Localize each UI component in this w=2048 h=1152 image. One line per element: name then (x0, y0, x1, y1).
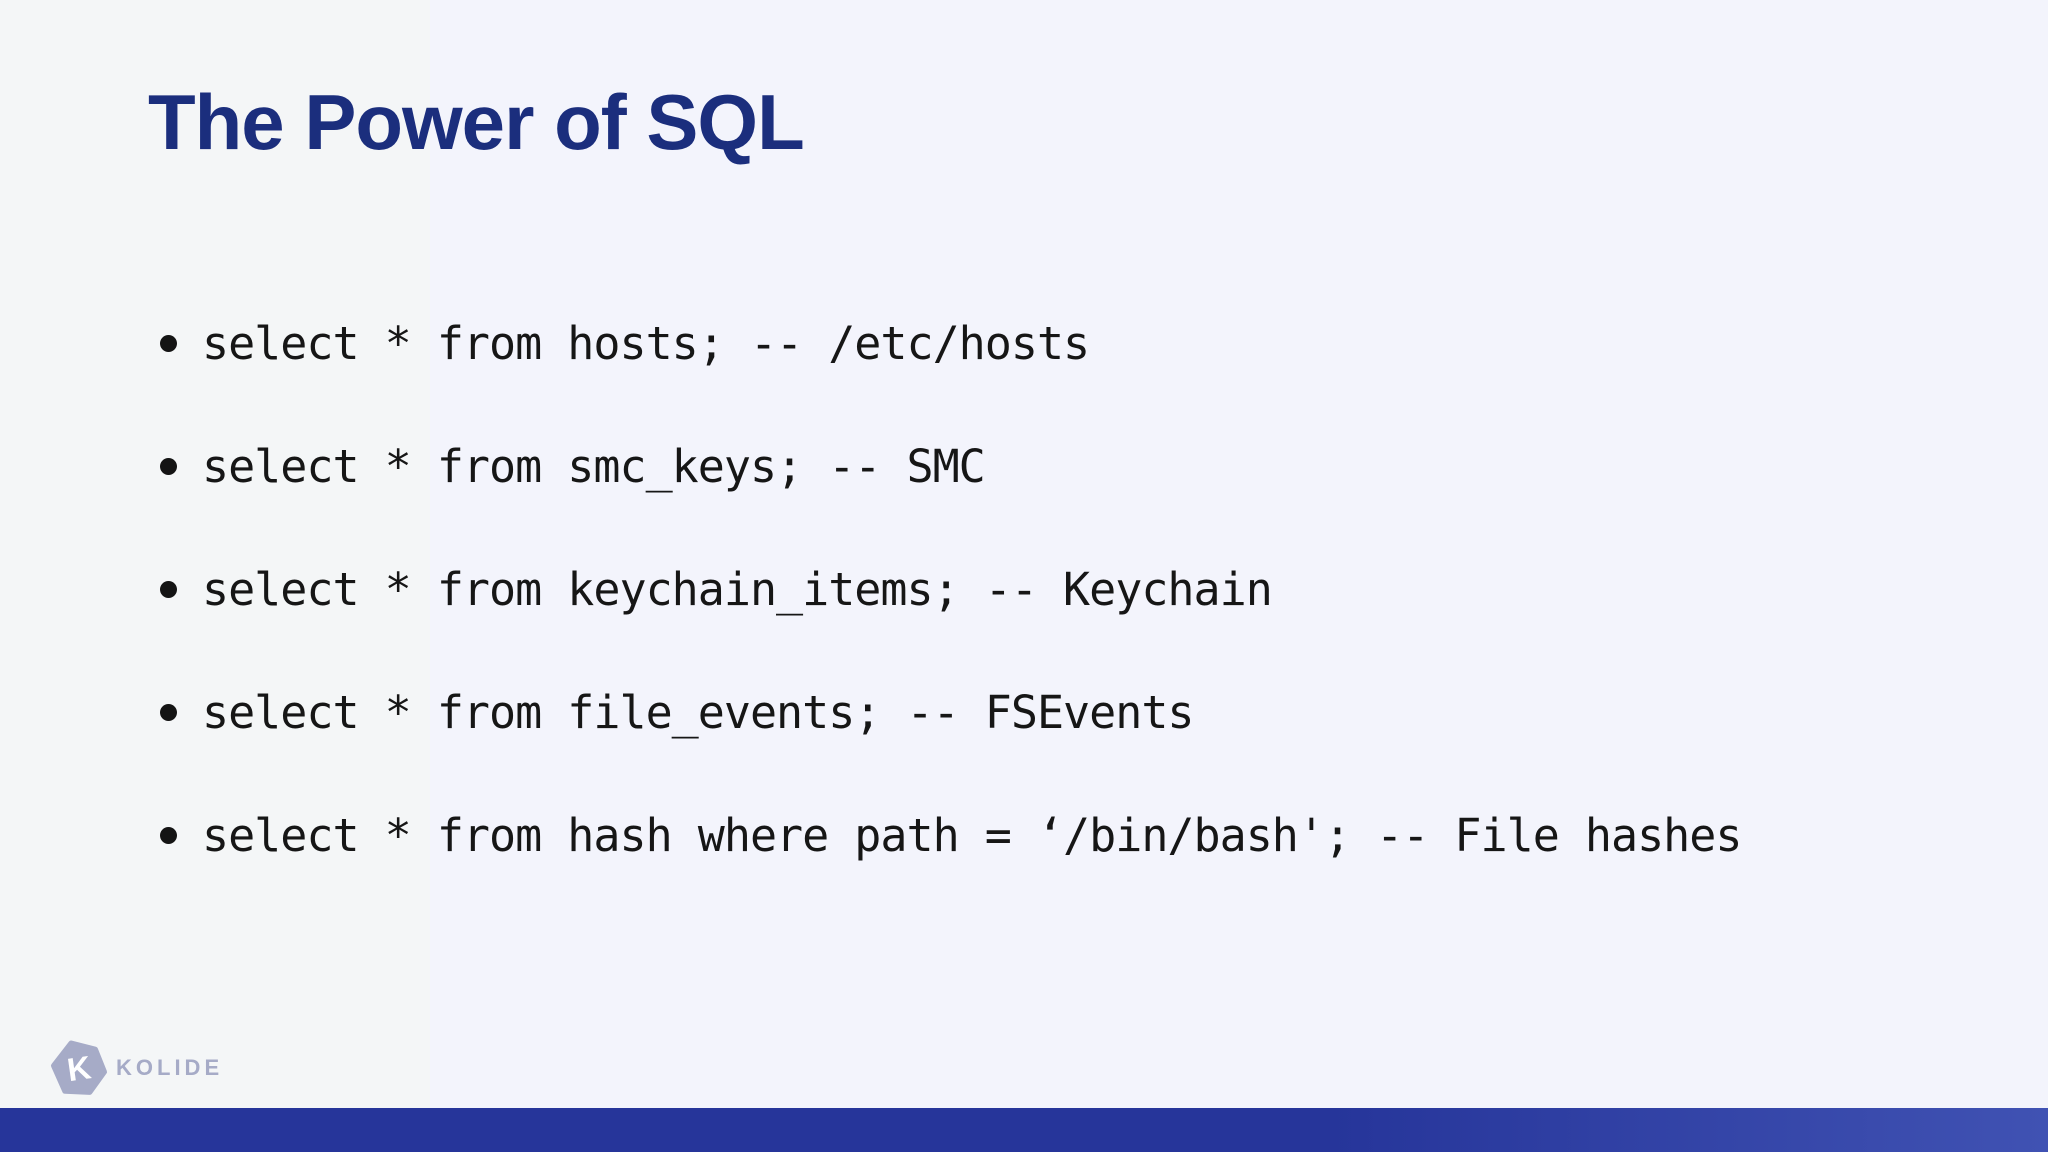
kolide-wordmark: KOLIDE (116, 1055, 224, 1080)
bullet-item: select * from hash where path = ‘/bin/ba… (160, 808, 1742, 862)
bullet-list: select * from hosts; -- /etc/hosts selec… (160, 316, 1742, 933)
bullet-item: select * from keychain_items; -- Keychai… (160, 562, 1741, 616)
bottom-accent-bar (0, 1108, 2048, 1152)
bullet-dot-icon (160, 580, 177, 598)
kolide-logo: K KOLIDE (50, 1040, 223, 1096)
sql-query-text: select * from hash where path = ‘/bin/ba… (202, 808, 1742, 862)
bullet-dot-icon (160, 703, 177, 721)
bullet-dot-icon (160, 826, 177, 844)
sql-query-text: select * from file_events; -- FSEvents (202, 685, 1195, 739)
bullet-dot-icon (160, 334, 177, 352)
slide-title: The Power of SQL (148, 78, 805, 166)
bullet-dot-icon (160, 457, 177, 475)
sql-query-text: select * from hosts; -- /etc/hosts (202, 316, 1090, 370)
bullet-item: select * from hosts; -- /etc/hosts (160, 316, 1741, 370)
svg-text:K: K (65, 1049, 94, 1088)
bullet-item: select * from smc_keys; -- SMC (160, 439, 1741, 493)
sql-query-text: select * from keychain_items; -- Keychai… (202, 562, 1273, 616)
kolide-hexagon-k-icon: K (51, 1040, 107, 1095)
bullet-item: select * from file_events; -- FSEvents (160, 685, 1741, 739)
sql-query-text: select * from smc_keys; -- SMC (202, 439, 986, 493)
